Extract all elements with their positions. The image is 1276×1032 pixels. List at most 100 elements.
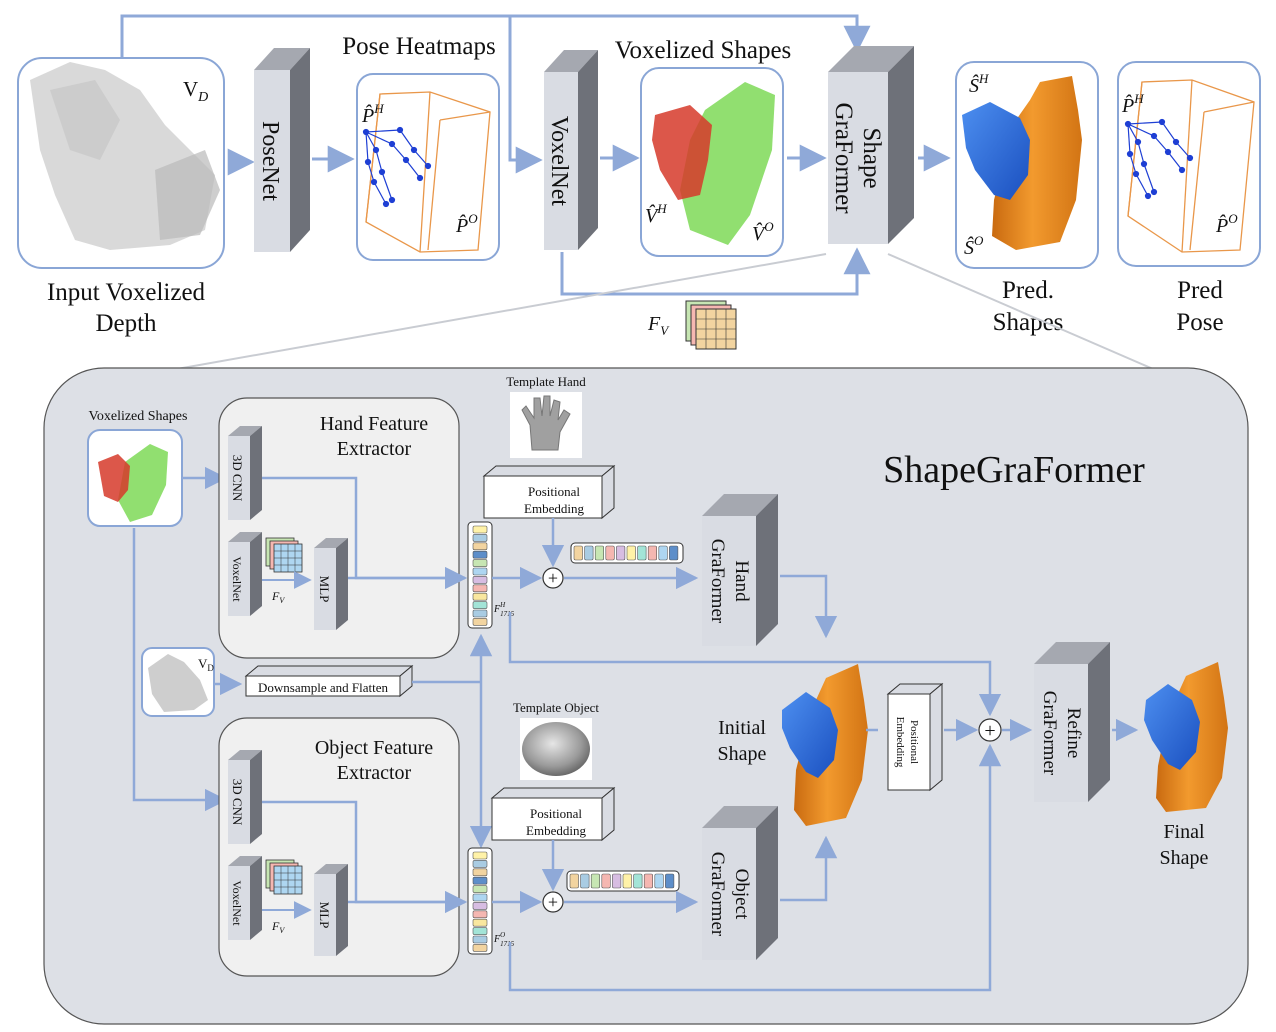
small-voxelized-shapes-label: Voxelized Shapes bbox=[89, 409, 188, 424]
refine-plus-circle bbox=[978, 718, 1002, 742]
embedding-token bbox=[633, 873, 643, 889]
pred-po-label: P̂O bbox=[1215, 211, 1238, 237]
feature-grid-icon bbox=[685, 300, 737, 350]
template-hand-label: Template Hand bbox=[506, 374, 586, 389]
embedding-token bbox=[658, 545, 668, 561]
embedding-token bbox=[569, 873, 579, 889]
feature-token bbox=[472, 944, 488, 952]
template-hand-image bbox=[510, 392, 582, 458]
hand-voxels bbox=[652, 105, 712, 200]
input-to-voxelnet-arrow bbox=[508, 16, 543, 174]
pred-shapes-line2: Shapes bbox=[993, 309, 1064, 336]
shape-graformer-label-line1: Shape bbox=[858, 127, 885, 188]
object-plus: + bbox=[548, 892, 558, 912]
feature-token bbox=[472, 935, 488, 944]
small-vd-label: VD bbox=[198, 656, 214, 673]
posenet-block: PoseNet bbox=[254, 48, 310, 252]
voxelized-shapes-label: Voxelized Shapes bbox=[615, 37, 792, 64]
posenet-label: PoseNet bbox=[257, 121, 283, 201]
hand-positional-embedding: Positional Embedding bbox=[482, 464, 616, 520]
pred-pose-line2: Pose bbox=[1176, 309, 1223, 336]
hand-pe-line1: Positional bbox=[528, 484, 580, 499]
object-graformer-line2: GraFormer bbox=[707, 852, 728, 937]
downsample-label: Downsample and Flatten bbox=[258, 680, 388, 695]
embedding-token bbox=[637, 545, 647, 561]
embedding-token bbox=[669, 545, 679, 561]
f1715h-label: F1715H bbox=[493, 601, 515, 618]
object-pe-line1: Positional bbox=[530, 806, 582, 821]
hand-feature-column bbox=[467, 521, 493, 629]
embedding-token bbox=[584, 545, 594, 561]
feature-token bbox=[472, 609, 488, 618]
arrow-hand-graformer-out bbox=[780, 574, 838, 639]
pose-heatmaps-frame: P̂H P̂O bbox=[356, 73, 500, 261]
hand-graformer-line1: Hand bbox=[731, 560, 752, 602]
zoom-line-left bbox=[159, 253, 827, 373]
input-label-line1: Input Voxelized bbox=[47, 279, 206, 306]
hand-plus-circle bbox=[542, 567, 564, 589]
hand-extractor-title-line2: Extractor bbox=[337, 438, 412, 460]
feature-token bbox=[472, 550, 488, 559]
pred-pose-frame: P̂H P̂O bbox=[1117, 61, 1261, 267]
object-extractor-title-line2: Extractor bbox=[337, 762, 412, 784]
object-pe-line2: Embedding bbox=[526, 823, 586, 838]
final-shape-line2: Shape bbox=[1160, 847, 1209, 869]
object-feature-bypass bbox=[508, 743, 1002, 992]
vh-label: V̂H bbox=[645, 201, 667, 227]
depth-point-cloud bbox=[30, 62, 220, 250]
feature-token bbox=[472, 902, 488, 910]
template-object-label: Template Object bbox=[513, 700, 599, 715]
object-voxelnet-label: VoxelNet bbox=[230, 880, 244, 926]
hand-3dcnn-label: 3D CNN bbox=[230, 455, 245, 502]
object-mlp-label: MLP bbox=[317, 902, 332, 929]
so-label: ŜO bbox=[964, 233, 984, 259]
embedding-token bbox=[594, 545, 605, 561]
input-depth-frame: VD bbox=[17, 57, 225, 269]
shape-graformer-label-line2: GraFormer bbox=[830, 102, 857, 214]
embedding-token bbox=[573, 545, 583, 561]
pred-ph-label: P̂H bbox=[1121, 91, 1144, 117]
po-label: P̂O bbox=[455, 211, 478, 237]
shapegraformer-title: ShapeGraFormer bbox=[883, 449, 1145, 491]
object-feature-extractor: Object Feature Extractor 3D CNN VoxelNet… bbox=[218, 717, 460, 977]
object-3dcnn-label: 3D CNN bbox=[230, 779, 245, 826]
input-label-line2: Depth bbox=[95, 310, 157, 337]
initial-shape-line2: Shape bbox=[718, 743, 767, 765]
hand-voxelnet-label: VoxelNet bbox=[230, 556, 244, 602]
embedding-token bbox=[601, 873, 611, 889]
feature-token bbox=[472, 927, 488, 935]
input-vd-label: VD bbox=[183, 77, 208, 105]
feature-token bbox=[472, 601, 488, 609]
feature-token bbox=[472, 893, 488, 902]
voxelized-shapes-frame: V̂H V̂O bbox=[640, 67, 784, 257]
feature-token bbox=[472, 592, 488, 601]
embedding-token bbox=[590, 873, 601, 889]
pred-pose-line1: Pred bbox=[1177, 277, 1223, 304]
object-feature-column bbox=[467, 847, 493, 955]
hand-feature-extractor: Hand Feature Extractor 3D CNN VoxelNet F… bbox=[218, 397, 460, 659]
pred-hand bbox=[962, 102, 1030, 200]
refine-graformer-block: Refine GraFormer bbox=[1034, 642, 1110, 802]
hand-graformer-block: Hand GraFormer bbox=[702, 494, 778, 646]
pred-object-bottle bbox=[992, 76, 1082, 250]
feature-token bbox=[472, 876, 488, 885]
object-plus-circle bbox=[542, 891, 564, 913]
embedding-token bbox=[616, 545, 626, 561]
object-positional-embedding: Positional Embedding bbox=[490, 786, 616, 842]
object-graformer-line1: Object bbox=[731, 869, 752, 920]
embedding-token bbox=[626, 545, 636, 561]
pred-shapes-frame: ŜH ŜO bbox=[955, 61, 1099, 269]
refine-plus: + bbox=[984, 720, 995, 742]
feature-token bbox=[472, 868, 488, 877]
initial-shape-render bbox=[782, 664, 868, 826]
refine-graformer-line1: Refine bbox=[1063, 708, 1084, 759]
hand-extractor-title-line1: Hand Feature bbox=[320, 413, 428, 435]
embedding-token bbox=[647, 545, 658, 561]
refine-positional-embedding: Positional Embedding bbox=[886, 682, 944, 792]
hand-graformer-line2: GraFormer bbox=[707, 539, 728, 624]
feature-token bbox=[472, 576, 488, 584]
shape-graformer-block: Shape GraFormer bbox=[828, 46, 914, 244]
initial-shape-line1: Initial bbox=[718, 717, 766, 739]
embedding-token bbox=[622, 873, 632, 889]
